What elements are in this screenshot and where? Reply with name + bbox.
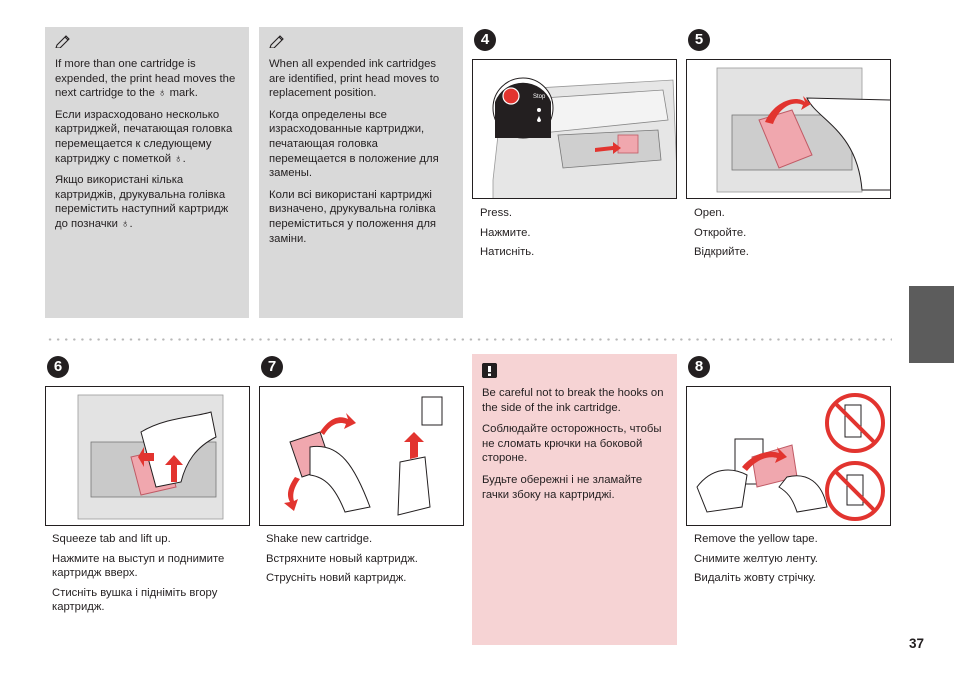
step-7-caption: Shake new cartridge. Встряхните новый ка…: [266, 532, 466, 591]
step-5-caption: Open. Откройте. Відкрийте.: [694, 206, 749, 265]
step-4-number: 4: [474, 29, 496, 51]
note-2-uk: Коли всі використані картриджі визначено…: [269, 188, 437, 245]
red-arrow-icon: [765, 96, 811, 124]
hand-shape: [778, 475, 828, 513]
step-6-uk: Стисніть вушка і підніміть вгору картрид…: [52, 586, 218, 614]
pencil-icon: [55, 35, 70, 48]
note-box-1: If more than one cartridge is expended, …: [45, 27, 249, 318]
red-arrow-icon: [320, 413, 356, 435]
stop-label: Stop: [533, 94, 546, 100]
step-7-illustration: [259, 386, 464, 526]
step-5-number: 5: [688, 29, 710, 51]
step-8-en: Remove the yellow tape.: [694, 533, 818, 545]
note-1-uk: Якщо використані кілька картриджів, друк…: [55, 174, 229, 230]
step-5-illustration: [686, 59, 891, 199]
page-number: 37: [909, 636, 925, 651]
step-7-en: Shake new cartridge.: [266, 533, 373, 545]
step-4-uk: Натисніть.: [480, 246, 535, 259]
pencil-icon: [269, 35, 284, 48]
step-4-illustration: Stop: [472, 59, 677, 199]
hand-shape: [140, 411, 217, 488]
step-4-en: Press.: [480, 207, 513, 219]
note-2-en: When all expended ink cartridges are ide…: [269, 58, 440, 100]
caution-en: Be careful not to break the hooks on the…: [482, 387, 664, 414]
cartridge-shape: [421, 396, 443, 426]
cartridge-shape: [758, 109, 813, 169]
step-8-illustration: [686, 386, 891, 526]
step-7-uk: Струсніть новий картридж.: [266, 572, 407, 585]
step-6-en: Squeeze tab and lift up.: [52, 533, 171, 545]
note-1-en: If more than one cartridge is expended, …: [55, 58, 236, 100]
red-arrow-icon: [284, 477, 300, 511]
step-4-caption: Press. Нажмите. Натисніть.: [480, 206, 534, 265]
no-sign-icon: [825, 461, 885, 521]
no-sign-icon: [825, 393, 885, 453]
red-arrow-icon: [742, 447, 787, 471]
step-8-caption: Remove the yellow tape. Снимите желтую л…: [694, 532, 894, 591]
step-6-number: 6: [47, 356, 69, 378]
caution-icon: [482, 363, 497, 378]
step-5-en: Open.: [694, 207, 725, 219]
red-arrow-icon: [595, 142, 621, 154]
red-arrow-icon: [165, 455, 183, 482]
step-5-ru: Откройте.: [694, 226, 747, 239]
red-arrow-icon: [138, 447, 154, 467]
step-5-uk: Відкрийте.: [694, 246, 749, 259]
stop-button-icon: [502, 87, 520, 105]
hand-shape: [696, 469, 748, 513]
step-8-uk: Видаліть жовту стрічку.: [694, 572, 816, 585]
step-6-caption: Squeeze tab and lift up. Нажмите на выст…: [52, 532, 252, 620]
red-arrow-icon: [404, 432, 424, 459]
step-8-ru: Снимите желтую ленту.: [694, 552, 818, 565]
note-1-ru: Если израсходовано несколько картриджей,…: [55, 108, 233, 165]
cartridge-shape: [617, 134, 639, 154]
caution-box: Be careful not to break the hooks on the…: [472, 354, 677, 645]
step-6-illustration: [45, 386, 250, 526]
step-6-ru: Нажмите на выступ и поднимите картридж в…: [52, 552, 225, 580]
hand-shape: [806, 97, 890, 191]
hand-shape: [309, 445, 371, 513]
step-7-ru: Встряхните новый картридж.: [266, 552, 418, 565]
note-box-2: When all expended ink cartridges are ide…: [259, 27, 463, 318]
caution-uk: Будьте обережні і не зламайте гачки збок…: [482, 473, 643, 501]
caution-ru: Соблюдайте осторожность, чтобы не сломат…: [482, 423, 662, 465]
dotted-divider: [46, 338, 892, 341]
note-2-ru: Когда определены все израсходованные кар…: [269, 108, 439, 180]
section-side-tab: [909, 286, 954, 363]
step-7-number: 7: [261, 356, 283, 378]
package-shape: [397, 456, 431, 516]
step-8-number: 8: [688, 356, 710, 378]
step-4-ru: Нажмите.: [480, 226, 531, 239]
